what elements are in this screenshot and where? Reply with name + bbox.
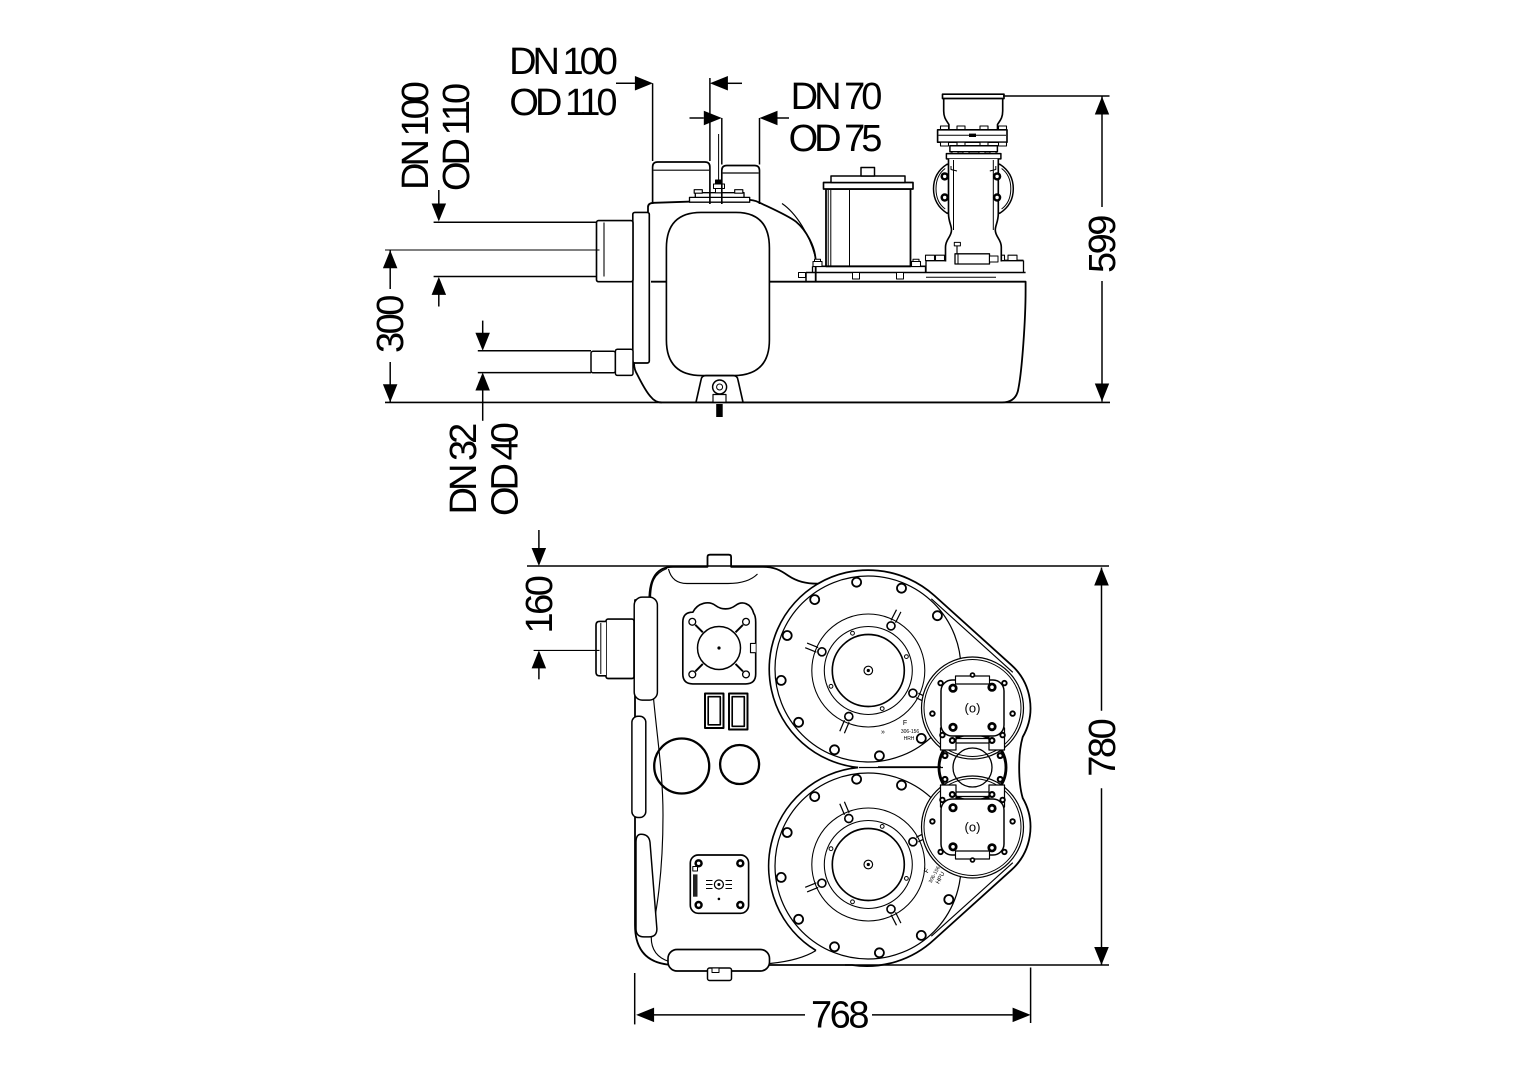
svg-text:»: » [881,729,885,736]
svg-text:OD 110: OD 110 [436,84,478,191]
svg-text:F: F [903,720,907,727]
svg-text:160: 160 [519,576,561,633]
svg-text:OD 40: OD 40 [484,423,526,516]
svg-text:780: 780 [1082,719,1124,776]
svg-text:OD 110: OD 110 [509,82,616,124]
svg-text:(o): (o) [965,701,981,716]
svg-text:DN 70: DN 70 [791,76,882,118]
svg-text:DN 100: DN 100 [509,41,617,83]
svg-text:306-156: 306-156 [901,729,920,735]
svg-text:HPU: HPU [935,871,946,885]
svg-text:DN 32: DN 32 [443,424,485,515]
svg-text:(o): (o) [965,820,981,835]
svg-text:599: 599 [1082,216,1124,273]
svg-text:300: 300 [370,296,412,353]
svg-text:DN 100: DN 100 [395,82,437,190]
svg-text:HRH: HRH [904,736,915,742]
svg-text:F: F [923,867,931,874]
svg-text:768: 768 [811,995,868,1037]
svg-text:OD 75: OD 75 [789,118,882,160]
